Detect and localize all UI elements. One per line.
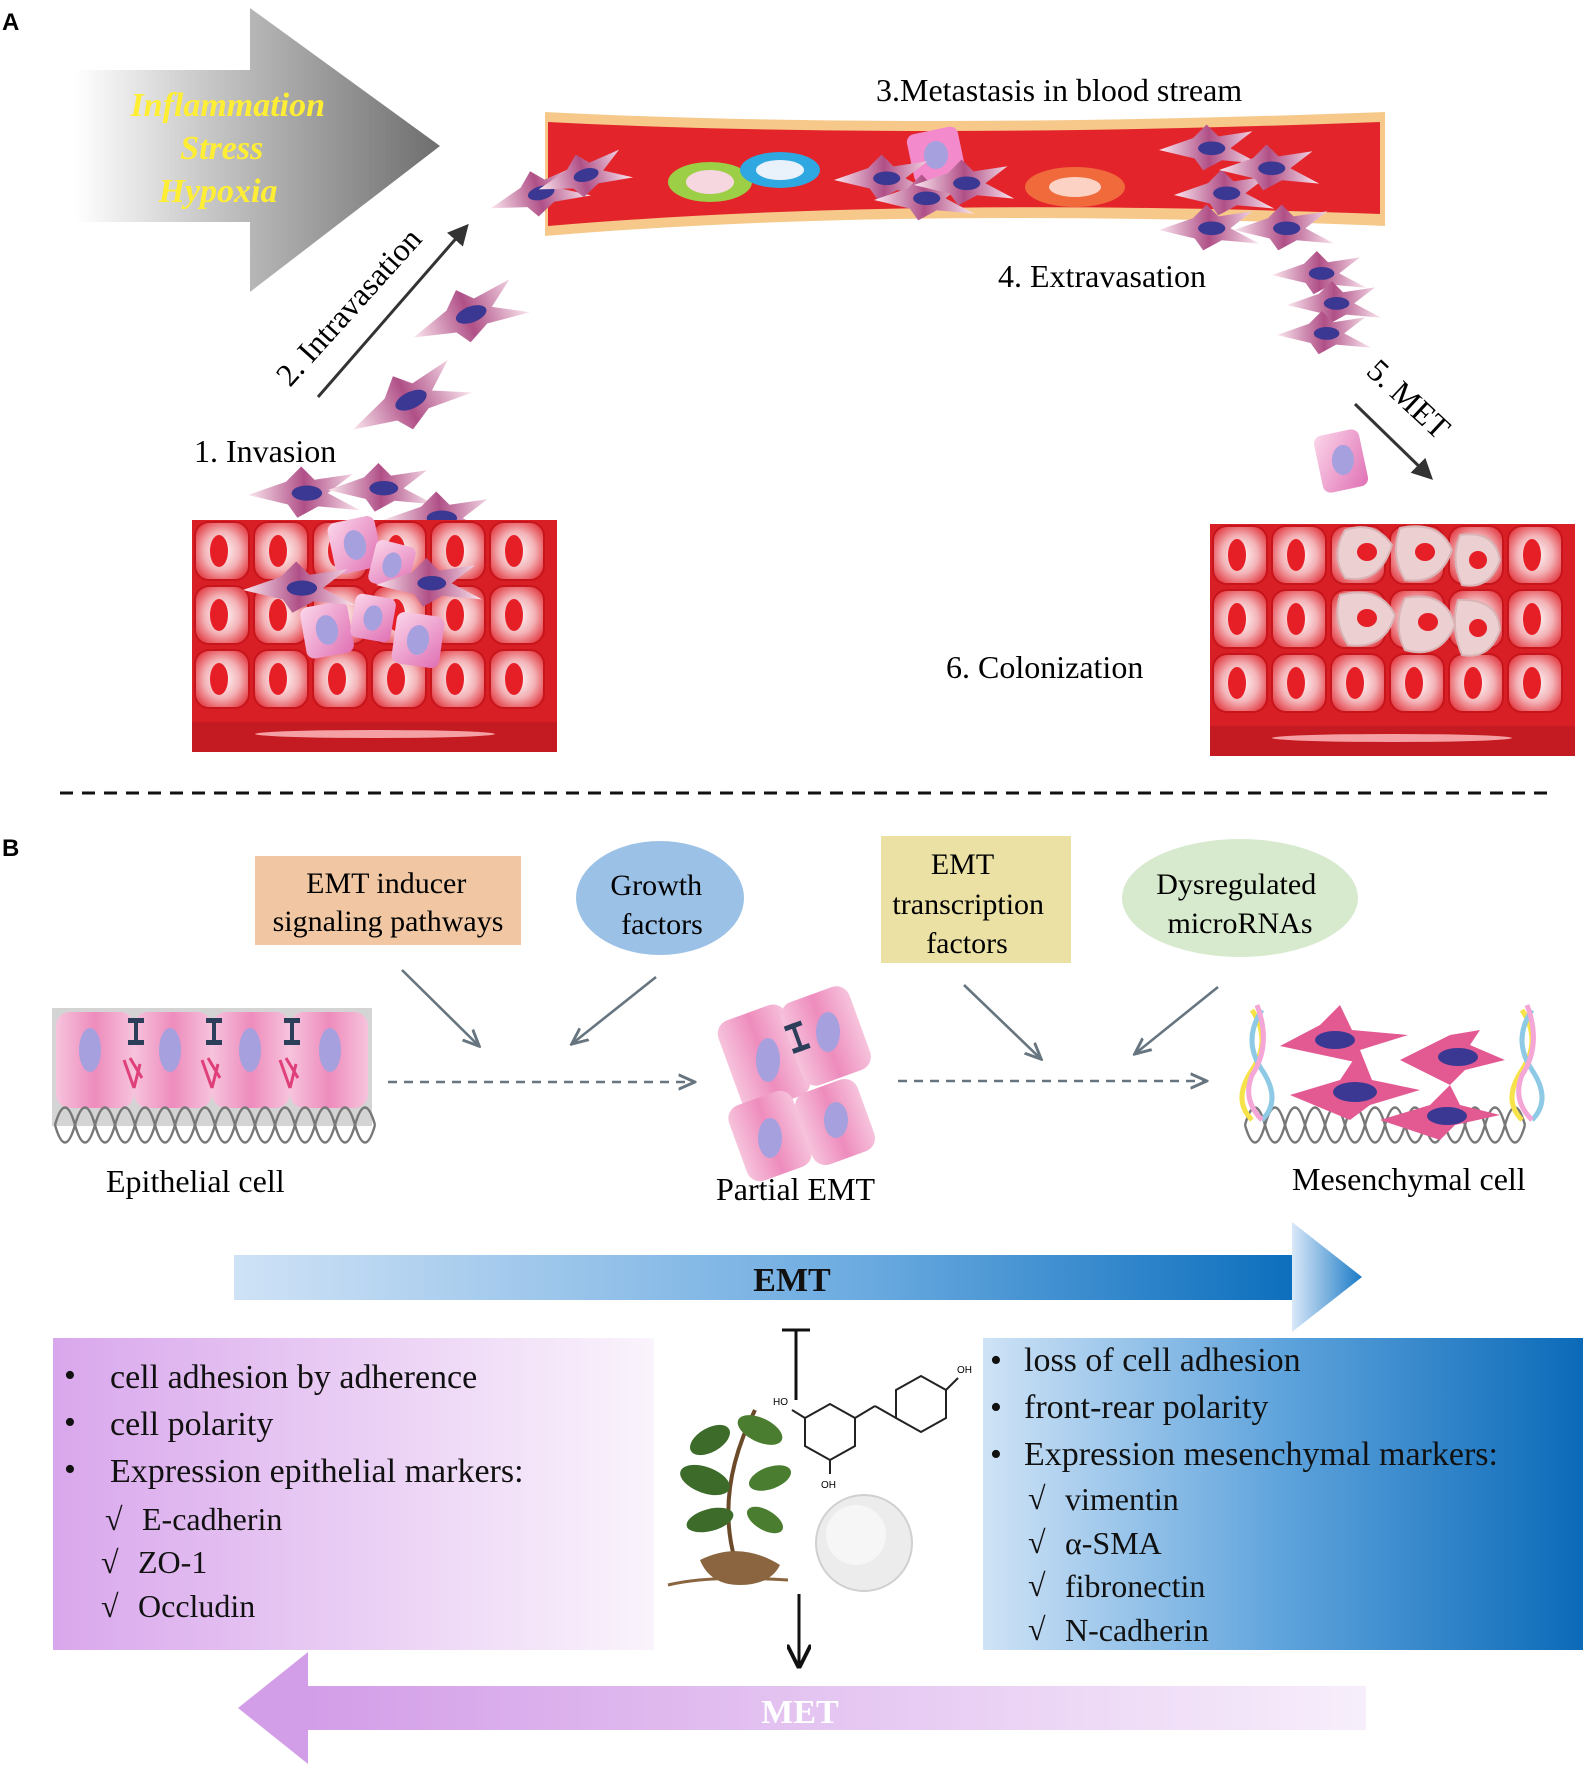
mesenchymal-bullet-1: • xyxy=(990,1342,1002,1379)
svg-text:EMT transcription fact: EMT transcription factors xyxy=(892,848,1051,960)
mesenchymal-bullet-2: • xyxy=(990,1389,1002,1426)
transcription-box xyxy=(881,836,1071,963)
epithelial-marker-3: Occludin xyxy=(138,1588,255,1624)
molecule-ho-label: HO xyxy=(773,1397,788,1408)
inducer-arrows xyxy=(401,969,1219,1058)
step-extravasation: 4. Extravasation xyxy=(998,258,1206,294)
epithelial-bullet-3: • xyxy=(64,1451,76,1488)
mesenchymal-feature-3: Expression mesenchymal markers: xyxy=(1024,1436,1498,1473)
met-label: MET xyxy=(761,1694,839,1731)
mesenchymal-marker-2: α-SMA xyxy=(1065,1525,1162,1561)
emt-arrow xyxy=(234,1222,1362,1332)
signaling-line-2: signaling pathways xyxy=(273,905,504,938)
mesenchymal-cell-illustration xyxy=(1239,1004,1545,1144)
svg-text:Growth factors: Growth factors xyxy=(610,869,709,941)
mesenchymal-marker-1: vimentin xyxy=(1065,1481,1179,1517)
step-invasion: 1. Invasion xyxy=(194,433,336,469)
met-cell xyxy=(1313,429,1369,493)
epithelial-check-3: √ xyxy=(101,1588,119,1624)
emt-label: EMT xyxy=(753,1262,831,1299)
svg-text:Dysregulated microRNAs: Dysregulated microRNAs xyxy=(1156,868,1323,940)
progression-arrows xyxy=(388,1081,1205,1082)
mesenchymal-check-3: √ xyxy=(1028,1567,1046,1603)
growth-line-2: factors xyxy=(621,908,703,941)
epithelial-marker-1: E-cadherin xyxy=(142,1501,282,1537)
mesenchymal-cell-label: Mesenchymal cell xyxy=(1292,1161,1526,1197)
molecule-oh-label-1: OH xyxy=(957,1365,972,1376)
mesenchymal-marker-3: fibronectin xyxy=(1065,1568,1205,1604)
transcription-line-2: transcription xyxy=(892,888,1044,921)
colonized-tissue xyxy=(1210,524,1575,756)
molecule-oh-label-2: OH xyxy=(821,1480,836,1491)
signaling-box xyxy=(255,856,521,945)
epithelial-check-1: √ xyxy=(105,1501,123,1537)
epithelial-cell-illustration xyxy=(52,1008,377,1144)
epithelial-features-box xyxy=(53,1338,654,1650)
mesenchymal-feature-2: front-rear polarity xyxy=(1024,1389,1269,1426)
stimulus-inflammation: Inflammation xyxy=(129,87,325,124)
transcription-line-3: factors xyxy=(926,927,1008,960)
mesenchymal-check-2: √ xyxy=(1028,1524,1046,1560)
mesenchymal-bullet-3: • xyxy=(990,1436,1002,1473)
mesenchymal-marker-4: N-cadherin xyxy=(1065,1612,1209,1648)
microrna-ellipse xyxy=(1122,839,1358,957)
stimulus-arrow xyxy=(75,8,440,292)
resveratrol-structure xyxy=(791,1374,959,1474)
step-colonization: 6. Colonization xyxy=(946,649,1143,685)
panel-a-label: A xyxy=(2,9,19,36)
svg-text:Inflammation Stress Hy: Inflammation Stress Hypoxia xyxy=(129,87,333,210)
met-arrow-bar xyxy=(238,1652,1366,1764)
partial-emt-label: Partial EMT xyxy=(716,1171,876,1207)
epithelial-bullet-1: • xyxy=(64,1357,76,1394)
epithelial-feature-3: Expression epithelial markers: xyxy=(110,1453,524,1490)
epithelial-bullet-2: • xyxy=(64,1404,76,1441)
mesenchymal-check-4: √ xyxy=(1028,1611,1046,1647)
partial-emt-illustration xyxy=(717,986,876,1182)
microrna-line-1: Dysregulated xyxy=(1156,868,1316,901)
inhibition-bar xyxy=(782,1328,810,1400)
met-arrow xyxy=(1353,402,1434,480)
epithelial-cell-label: Epithelial cell xyxy=(106,1163,285,1199)
mesenchymal-feature-1: loss of cell adhesion xyxy=(1024,1342,1301,1379)
epithelial-marker-2: ZO-1 xyxy=(138,1544,207,1580)
mesenchymal-features-box xyxy=(983,1338,1583,1650)
signaling-line-1: EMT inducer xyxy=(306,867,466,900)
growth-line-1: Growth xyxy=(610,869,702,902)
growth-factors-ellipse xyxy=(576,841,744,955)
step-metastasis: 3.Metastasis in blood stream xyxy=(876,72,1242,108)
svg-text:EMT inducer signaling path: EMT inducer signaling pathways xyxy=(273,867,504,938)
panel-b-label: B xyxy=(2,835,19,862)
intravasation-arrow xyxy=(316,223,469,398)
stimulus-stress: Stress xyxy=(180,130,263,167)
primary-tissue xyxy=(192,514,557,752)
plant-icon xyxy=(667,1409,792,1587)
epithelial-feature-2: cell polarity xyxy=(110,1406,273,1443)
powder-icon xyxy=(815,1494,913,1592)
transcription-line-1: EMT xyxy=(931,848,994,881)
epithelial-check-2: √ xyxy=(101,1544,119,1580)
microrna-line-2: microRNAs xyxy=(1168,907,1313,940)
epithelial-feature-1: cell adhesion by adherence xyxy=(110,1359,477,1396)
mesenchymal-check-1: √ xyxy=(1028,1480,1046,1516)
step-met: 5. MET xyxy=(1360,352,1458,447)
stimulus-hypoxia: Hypoxia xyxy=(158,173,278,210)
